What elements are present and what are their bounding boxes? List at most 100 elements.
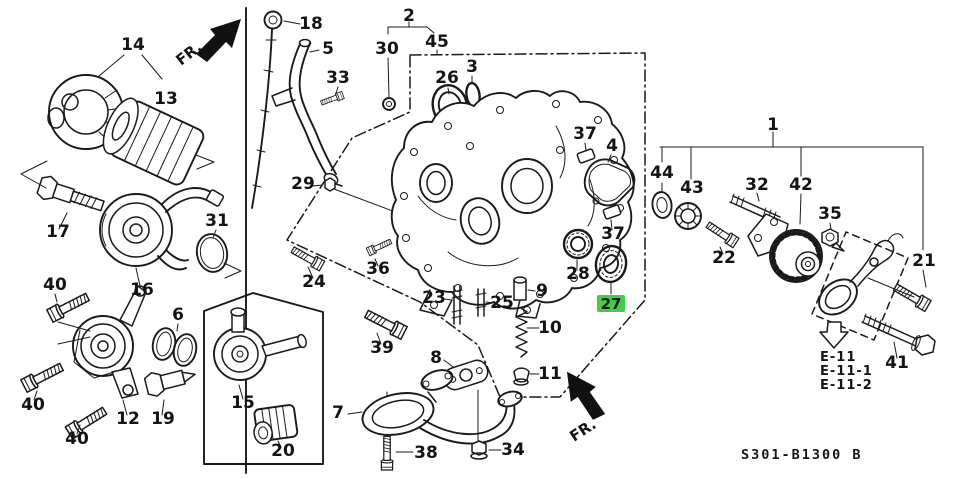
part-34-nut: [470, 440, 488, 460]
part-label-37b[interactable]: 37: [601, 224, 625, 244]
part-label-43[interactable]: 43: [680, 178, 704, 198]
part-label-8[interactable]: 8: [430, 348, 442, 368]
part-label-33[interactable]: 33: [326, 68, 350, 88]
part-37-dowel-pin-a: [576, 148, 596, 164]
part-5-dipstick-tube: [271, 38, 339, 186]
part-6-gasket: [151, 327, 198, 367]
part-label-3[interactable]: 3: [466, 57, 478, 77]
part-label-22[interactable]: 22: [712, 248, 736, 268]
reference-arrow-icon: [819, 321, 849, 349]
part-label-16[interactable]: 16: [130, 280, 154, 300]
part-label-13[interactable]: 13: [154, 89, 178, 109]
part-29-joint-bolt: [324, 177, 343, 192]
part-label-39[interactable]: 39: [370, 338, 394, 358]
part-label-45[interactable]: 45: [425, 32, 449, 52]
part-41-bolt: [861, 313, 936, 356]
part-label-6[interactable]: 6: [172, 305, 184, 325]
part-19-sensor: [143, 369, 196, 397]
part-label-15[interactable]: 15: [231, 393, 255, 413]
part-label-7[interactable]: 7: [332, 403, 344, 423]
part-22-bolt: [703, 219, 740, 249]
part-label-36[interactable]: 36: [366, 259, 390, 279]
part-30-washer: [382, 97, 396, 111]
reference-e11[interactable]: E-11: [820, 350, 856, 365]
part-28-bearing: [562, 228, 594, 260]
part-label-17[interactable]: 17: [46, 222, 70, 242]
part-label-19[interactable]: 19: [151, 409, 175, 429]
part-label-23[interactable]: 23: [422, 288, 446, 308]
part-33-bolt: [319, 90, 345, 108]
part-15-oil-jet: [213, 307, 307, 381]
part-label-27[interactable]: 27: [601, 295, 622, 313]
oil-pump-housing: [390, 90, 635, 319]
inset-box-15-20: [203, 292, 324, 465]
part-17-oil-pressure-switch: [36, 175, 105, 212]
part-label-1[interactable]: 1: [767, 115, 779, 135]
pump-stay-arm: [818, 233, 904, 316]
part-label-42[interactable]: 42: [789, 175, 813, 195]
pointer-filter: [195, 154, 215, 170]
part-label-2[interactable]: 2: [403, 6, 415, 26]
part-label-41[interactable]: 41: [885, 353, 909, 373]
part-label-10[interactable]: 10: [538, 318, 562, 338]
part-label-31[interactable]: 31: [205, 211, 229, 231]
part-10-spring: [515, 307, 528, 358]
part-label-11[interactable]: 11: [538, 364, 562, 384]
part-label-4[interactable]: 4: [606, 136, 618, 156]
part-label-40b[interactable]: 40: [21, 395, 45, 415]
main-assembly-dashed-boundary: [286, 52, 646, 398]
part-label-32[interactable]: 32: [745, 175, 769, 195]
part-label-20[interactable]: 20: [271, 441, 295, 461]
part-label-29[interactable]: 29: [291, 174, 315, 194]
fr-label-top: FR.: [172, 38, 205, 69]
pointer-switch: [20, 160, 48, 189]
part-label-25[interactable]: 25: [490, 293, 514, 313]
leader-arm-to-bolt21: [867, 277, 915, 298]
part-label-28[interactable]: 28: [566, 264, 590, 284]
part-42-pump-assembly: [747, 213, 823, 283]
part-label-26[interactable]: 26: [435, 68, 459, 88]
part-label-37a[interactable]: 37: [573, 124, 597, 144]
part-label-5[interactable]: 5: [322, 39, 334, 59]
part-label-18[interactable]: 18: [299, 14, 323, 34]
part-23-stud: [451, 285, 463, 325]
part-16-oil-cooler: [99, 187, 225, 271]
part-44-washer: [651, 191, 673, 219]
reference-e11-1[interactable]: E-11-1: [820, 364, 873, 379]
highlighted-part-27[interactable]: 27: [597, 295, 625, 313]
part-label-35[interactable]: 35: [818, 204, 842, 224]
part-20-drain-plug: [253, 404, 299, 445]
part-40-bolt-b: [19, 359, 66, 394]
reference-e11-2[interactable]: E-11-2: [820, 378, 873, 393]
part-label-24[interactable]: 24: [302, 272, 326, 292]
part-label-38[interactable]: 38: [414, 443, 438, 463]
part-label-9[interactable]: 9: [536, 281, 548, 301]
part-27-oil-seal: [594, 244, 628, 284]
part-18-dipstick: [251, 10, 283, 209]
part-label-44[interactable]: 44: [650, 163, 674, 183]
part-label-40c[interactable]: 40: [65, 429, 89, 449]
part-27-highlight[interactable]: [597, 295, 625, 312]
part-7-oil-strainer: [361, 369, 523, 445]
part-43-driven-gear: [674, 202, 702, 230]
leader-lines: [33, 20, 927, 453]
part-label-34[interactable]: 34: [501, 440, 525, 460]
part-label-30[interactable]: 30: [375, 39, 399, 59]
part-label-12[interactable]: 12: [116, 409, 140, 429]
part-number-labels: 1 2 3 4 5 6 7 8 9 10 11 12 13 14 15 16 1…: [21, 6, 936, 463]
part-39-bolt: [362, 306, 409, 341]
part-24-bolt: [289, 243, 326, 272]
part-13-oil-filter: [102, 97, 205, 186]
part-11-plug: [513, 367, 530, 386]
part-12-bracket-assembly: [57, 285, 147, 399]
part-label-14[interactable]: 14: [121, 35, 145, 55]
front-direction-top: FR.: [172, 19, 241, 69]
part-38-bolt: [380, 435, 394, 471]
part-25-stud: [475, 288, 487, 317]
part-label-21[interactable]: 21: [912, 251, 936, 271]
diagram-code: S301-B1300 B: [741, 447, 863, 463]
part-9-relief-valve: [513, 276, 527, 301]
part-label-40a[interactable]: 40: [43, 275, 67, 295]
